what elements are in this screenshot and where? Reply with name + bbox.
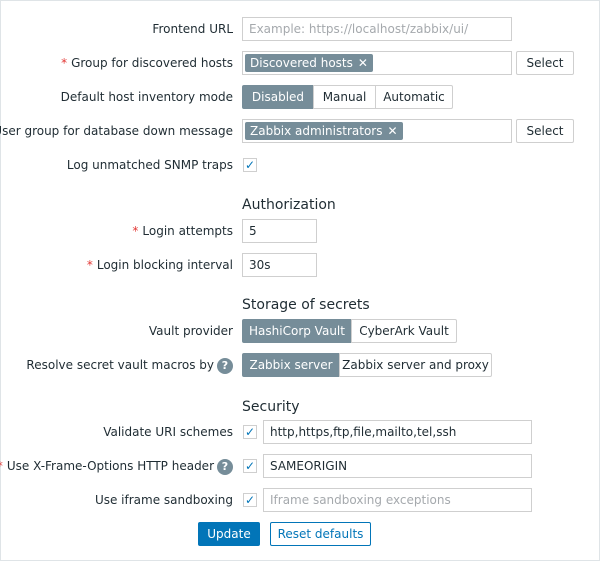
reset-defaults-button[interactable]: Reset defaults [270, 522, 371, 546]
vault-provider-segmented: HashiCorp Vault CyberArk Vault [242, 319, 457, 343]
help-icon[interactable]: ? [217, 357, 233, 374]
row-vault-provider: Vault provider HashiCorp Vault CyberArk … [1, 319, 599, 343]
uri-schemes-label: Validate URI schemes [103, 425, 233, 439]
help-icon[interactable]: ? [217, 458, 233, 475]
form-actions: Update Reset defaults [1, 522, 599, 546]
required-marker: * [61, 56, 68, 70]
remove-chip-icon[interactable]: ✕ [387, 124, 398, 138]
iframe-sandbox-label: Use iframe sandboxing [94, 493, 233, 507]
checkmark-icon: ✓ [244, 493, 256, 507]
row-discovery-group: *Group for discovered hosts Discovered h… [1, 51, 599, 75]
security-heading: Security [242, 399, 300, 415]
x-frame-checkbox[interactable]: ✓ [243, 459, 257, 473]
row-inventory-mode: Default host inventory mode Disabled Man… [1, 85, 599, 109]
discovery-group-chip: Discovered hosts✕ [245, 54, 373, 72]
vault-resolve-server[interactable]: Zabbix server [242, 353, 340, 377]
row-iframe-sandbox: Use iframe sandboxing ✓ [1, 488, 599, 512]
login-attempts-label: *Login attempts [132, 224, 233, 238]
alert-usrgrp-label: User group for database down message [0, 124, 233, 138]
inventory-mode-disabled[interactable]: Disabled [242, 85, 314, 109]
snmp-traps-checkbox[interactable]: ✓ [243, 158, 257, 172]
login-attempts-input[interactable] [242, 219, 317, 243]
remove-chip-icon[interactable]: ✕ [357, 56, 368, 70]
row-login-block: *Login blocking interval [1, 253, 599, 277]
frontend-url-label: Frontend URL [152, 22, 233, 36]
frontend-url-input[interactable] [242, 17, 512, 41]
x-frame-label: *Use X-Frame-Options HTTP header? [0, 454, 233, 478]
vault-provider-cyberark[interactable]: CyberArk Vault [351, 319, 457, 343]
row-frontend-url: Frontend URL [1, 17, 599, 41]
iframe-sandbox-checkbox[interactable]: ✓ [243, 493, 257, 507]
checkmark-icon: ✓ [244, 459, 256, 473]
update-button[interactable]: Update [198, 522, 260, 546]
alert-usrgrp-chip: Zabbix administrators✕ [245, 122, 403, 140]
uri-schemes-input[interactable] [263, 420, 532, 444]
discovery-group-label: *Group for discovered hosts [61, 56, 233, 70]
discovery-group-multiselect[interactable]: Discovered hosts✕ [242, 51, 512, 75]
inventory-mode-manual[interactable]: Manual [313, 85, 376, 109]
authorization-heading: Authorization [242, 197, 336, 213]
uri-schemes-checkbox[interactable]: ✓ [243, 425, 257, 439]
vault-provider-label: Vault provider [148, 324, 233, 338]
inventory-mode-automatic[interactable]: Automatic [375, 85, 453, 109]
row-x-frame: *Use X-Frame-Options HTTP header? ✓ [0, 454, 599, 478]
vault-resolve-server-proxy[interactable]: Zabbix server and proxy [339, 353, 492, 377]
login-block-label: *Login blocking interval [86, 258, 233, 272]
checkmark-icon: ✓ [244, 425, 256, 439]
inventory-mode-label: Default host inventory mode [60, 90, 233, 104]
iframe-sandbox-input[interactable] [263, 488, 532, 512]
row-alert-usrgrp: User group for database down message Zab… [0, 119, 599, 143]
login-block-input[interactable] [242, 253, 317, 277]
storage-heading: Storage of secrets [242, 297, 370, 313]
alert-usrgrp-select-button[interactable]: Select [516, 119, 574, 143]
vault-provider-hashicorp[interactable]: HashiCorp Vault [242, 319, 352, 343]
x-frame-input[interactable] [263, 454, 532, 478]
row-vault-resolve: Resolve secret vault macros by? Zabbix s… [1, 353, 599, 377]
snmp-traps-label: Log unmatched SNMP traps [66, 158, 233, 172]
row-uri-schemes: Validate URI schemes ✓ [1, 420, 599, 444]
row-snmp-traps: Log unmatched SNMP traps ✓ [1, 153, 599, 177]
alert-usrgrp-multiselect[interactable]: Zabbix administrators✕ [242, 119, 512, 143]
row-login-attempts: *Login attempts [1, 219, 599, 243]
discovery-group-select-button[interactable]: Select [516, 51, 574, 75]
vault-resolve-label: Resolve secret vault macros by? [26, 353, 233, 377]
vault-resolve-segmented: Zabbix server Zabbix server and proxy [242, 353, 492, 377]
checkmark-icon: ✓ [244, 158, 256, 172]
inventory-mode-segmented: Disabled Manual Automatic [242, 85, 453, 109]
